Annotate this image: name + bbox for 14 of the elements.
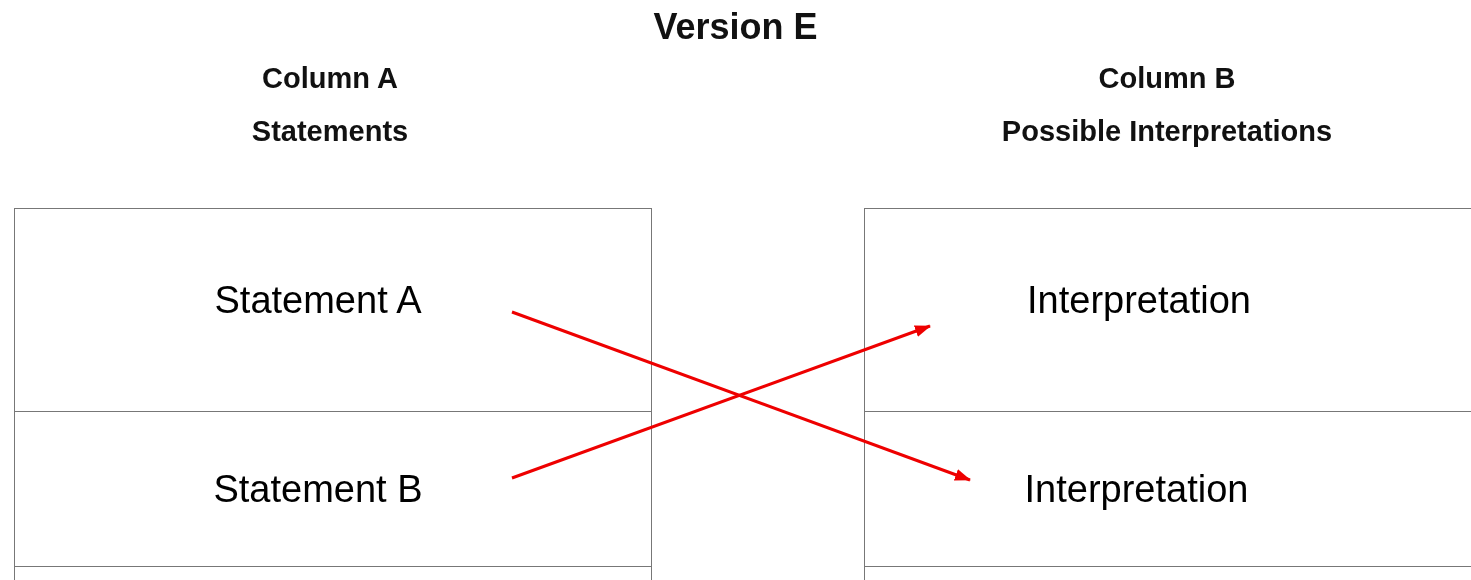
table-cell [14,411,652,567]
column-heading: Possible Interpretations [1001,115,1333,148]
column-heading: Statements [251,115,409,148]
cell-text: Statement B [213,467,423,511]
arrow [511,324,931,480]
arrow [511,310,971,482]
title: Version E [652,6,819,48]
column-heading: Column A [262,62,398,95]
cell-text: Statement A [214,278,422,322]
cell-text: Interpretation [1024,467,1249,511]
column-heading: Column B [1098,62,1236,95]
cell-text: Interpretation [1027,278,1251,322]
table-cell [864,208,1471,412]
table-cell [14,208,652,412]
